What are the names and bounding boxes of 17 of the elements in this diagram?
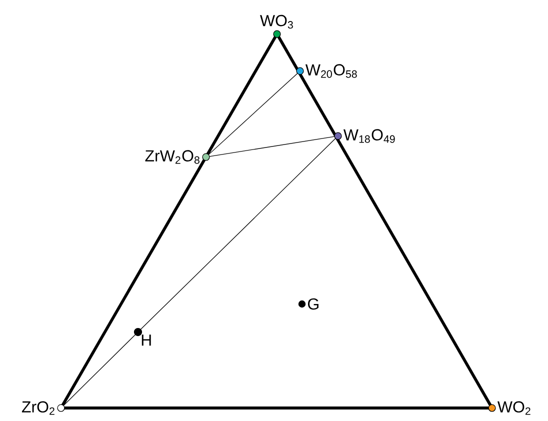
- phase-point: ZrO$_{2}$: [22, 401, 65, 415]
- node-label: ZrW$_{2}$O$_{8}$: [145, 150, 200, 164]
- node-label: WO$_{2}$: [497, 401, 530, 415]
- tie-line: [140, 138, 336, 330]
- phase-point: W$_{20}$O$_{58}$: [296, 64, 357, 78]
- tie-line: [208, 73, 298, 155]
- phase-point: WO$_{3}$: [260, 14, 293, 38]
- node-label: ZrO$_{2}$: [22, 401, 54, 415]
- phase-point: ZrW$_{2}$O$_{8}$: [145, 150, 210, 164]
- node-label: H: [142, 334, 151, 346]
- tie-line: [209, 136, 335, 157]
- node-label: G: [308, 298, 318, 310]
- phase-point: G: [298, 298, 318, 310]
- phase-point: H: [134, 328, 151, 346]
- phase-point: WO$_{2}$: [488, 401, 530, 415]
- phase-point: W$_{18}$O$_{49}$: [334, 129, 395, 143]
- node-label: WO$_{3}$: [260, 14, 293, 29]
